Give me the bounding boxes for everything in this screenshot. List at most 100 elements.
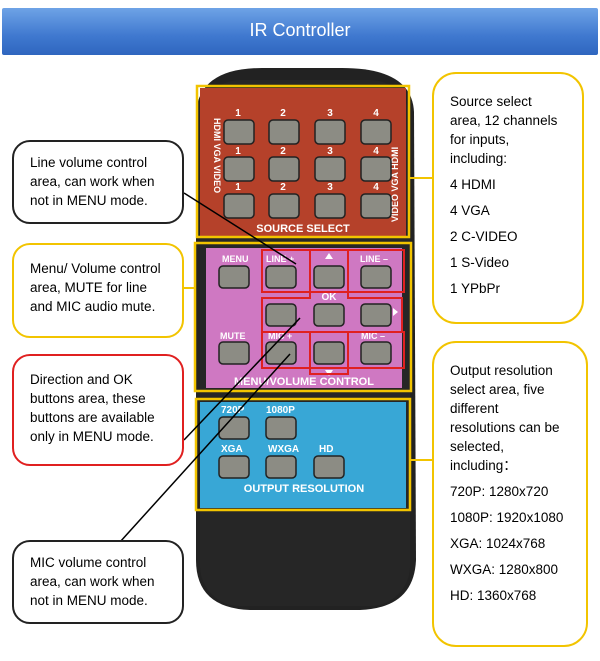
callout-item: 4 HDMI <box>450 177 496 192</box>
callout-text: and MIC audio mute. <box>30 299 156 314</box>
source-button <box>223 156 255 182</box>
src-num-r2-2: 2 <box>280 146 286 157</box>
source-button <box>360 156 392 182</box>
source-button <box>223 193 255 219</box>
source-button <box>268 193 300 219</box>
source-buttons <box>223 119 392 219</box>
menu-buttons <box>218 265 392 365</box>
res-hd-button <box>313 455 345 479</box>
menu-panel-label: MENU/VOLUME CONTROL <box>234 376 374 388</box>
res-720-label: 720P <box>221 405 245 416</box>
callout-text: resolutions can be <box>450 420 560 435</box>
src-num-r1-3: 3 <box>327 108 333 119</box>
callout-text: buttons are available <box>30 410 155 425</box>
callout-text: including： <box>450 458 517 473</box>
source-panel-label: SOURCE SELECT <box>256 223 350 235</box>
callout-item: HD: 1360x768 <box>450 588 537 603</box>
src-num-r1-4: 4 <box>373 108 379 119</box>
resolution-buttons <box>218 416 345 479</box>
callout-line-volume: Line volume control area, can work when … <box>12 140 184 224</box>
callout-text: area, 12 channels <box>450 113 558 128</box>
src-num-r2-3: 3 <box>327 146 333 157</box>
callout-text: for inputs, <box>450 132 510 147</box>
callout-item: 1 YPbPr <box>450 281 501 296</box>
arrow-right-icon <box>393 308 398 316</box>
direction-cross-frame <box>261 249 403 375</box>
res-wxga-button <box>265 455 297 479</box>
source-highlight-frame <box>195 84 411 239</box>
callout-text: MIC volume control <box>30 555 147 570</box>
res-xga-button <box>218 455 250 479</box>
source-right-label: VIDEO VGA HDMI <box>390 147 400 222</box>
source-button <box>223 119 255 145</box>
left-button <box>265 303 297 327</box>
res-wxga-label: WXGA <box>268 444 299 455</box>
src-num-r3-1: 1 <box>235 182 241 193</box>
res-panel-label: OUTPUT RESOLUTION <box>244 483 364 495</box>
mic-volume-frame <box>261 331 405 369</box>
source-button <box>360 193 392 219</box>
down-button <box>313 341 345 365</box>
mic-minus-label: MIC – <box>361 331 385 341</box>
src-num-r1-2: 2 <box>280 108 286 119</box>
callout-text: area, MUTE for line <box>30 280 148 295</box>
page-title: IR Controller <box>249 20 351 40</box>
callout-mic-volume: MIC volume control area, can work when n… <box>12 540 184 624</box>
mic-plus-button <box>265 341 297 365</box>
callout-source-select: Source select area, 12 channels for inpu… <box>432 72 584 324</box>
res-1080-label: 1080P <box>266 405 295 416</box>
resolution-highlight-frame <box>194 397 412 512</box>
callout-item: 2 C-VIDEO <box>450 229 518 244</box>
res-xga-label: XGA <box>221 444 243 455</box>
line-plus-label: LINE + <box>266 254 294 264</box>
src-num-r3-2: 2 <box>280 182 286 193</box>
src-num-r3-4: 4 <box>373 182 379 193</box>
menu-label: MENU <box>222 254 249 264</box>
callout-text: Menu/ Volume control <box>30 261 161 276</box>
mic-minus-button <box>360 341 392 365</box>
leader-direction <box>183 317 301 441</box>
source-button <box>268 156 300 182</box>
callout-text: only in MENU mode. <box>30 429 154 444</box>
callout-text: Output resolution <box>450 363 553 378</box>
src-num-r2-4: 4 <box>373 146 379 157</box>
source-button <box>314 193 346 219</box>
callout-direction: Direction and OK buttons area, these but… <box>12 354 184 466</box>
arrow-up-icon <box>325 253 333 259</box>
mic-plus-label: MIC + <box>268 331 292 341</box>
callout-text: area, can work when <box>30 174 155 189</box>
leader-mic <box>119 353 291 543</box>
callout-text: selected, <box>450 439 505 454</box>
right-button <box>360 303 392 327</box>
source-button <box>314 119 346 145</box>
source-left-label: HDMI VGA VIDEO <box>212 118 222 193</box>
menu-button <box>218 265 250 289</box>
src-num-r2-1: 1 <box>235 146 241 157</box>
callout-text: select area, five <box>450 382 545 397</box>
source-button <box>268 119 300 145</box>
callout-item: 1080P: 1920x1080 <box>450 510 564 525</box>
callout-text: buttons area, these <box>30 391 146 406</box>
callout-text: Source select <box>450 94 532 109</box>
callout-item: WXGA: 1280x800 <box>450 562 559 577</box>
callout-text: not in MENU mode. <box>30 193 148 208</box>
callout-output-resolution: Output resolution select area, five diff… <box>432 341 588 647</box>
callout-text: different <box>450 401 499 416</box>
res-1080-button <box>265 416 297 440</box>
source-button <box>360 119 392 145</box>
source-button <box>314 156 346 182</box>
callout-text: not in MENU mode. <box>30 593 148 608</box>
leader-line-volume <box>183 192 297 265</box>
callout-text: Line volume control <box>30 155 148 170</box>
src-num-r3-3: 3 <box>327 182 333 193</box>
up-button <box>313 265 345 289</box>
res-hd-label: HD <box>319 444 333 455</box>
src-num-r1-1: 1 <box>235 108 241 119</box>
mute-button <box>218 341 250 365</box>
line-minus-button <box>360 265 392 289</box>
line-minus-label: LINE – <box>360 254 388 264</box>
callout-text: including: <box>450 151 508 166</box>
menu-highlight-frame <box>193 241 413 393</box>
callout-item: 1 S-Video <box>450 255 510 270</box>
